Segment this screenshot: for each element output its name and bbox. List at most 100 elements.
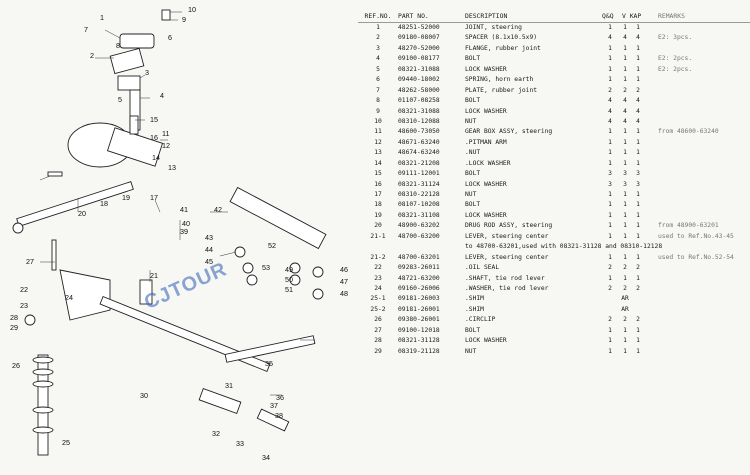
cell-qty: 2 [623,316,627,324]
cell-qty: 4 [623,97,627,105]
cell-qty: 1 [623,76,627,84]
callout-number: 10 [188,5,196,14]
cell-part-no: 08321-21208 [398,159,440,167]
diagram-callouts: 1234567891011121314151617181920212223242… [10,5,348,462]
callout-number: 20 [78,209,86,218]
cell-remarks: from 48600-63240 [658,128,719,136]
cell-qty: 4 [608,97,612,105]
cell-part-no: 09160-26006 [398,284,440,292]
callout-number: 26 [12,361,20,370]
cell-qty: 2 [623,86,627,94]
cell-ref: 28 [374,337,382,345]
cell-part-no: 08107-10208 [398,201,440,209]
callout-number: 11 [162,129,169,138]
callout-number: 34 [262,453,270,462]
cell-qty: 2 [636,316,640,324]
callout-number: 17 [150,193,158,202]
nut-part [24,314,36,326]
cell-description: LOCK WASHER [465,107,507,115]
joint-part [119,33,155,49]
callout-number: 16 [150,133,158,142]
washer-stack [32,406,54,414]
bolt-part [51,239,57,271]
callout-number: 39 [180,227,188,236]
callout-number: 3 [145,68,149,77]
cell-part-no: 09181-26003 [398,295,440,303]
callout-number: 43 [205,233,213,242]
cell-ref: 3 [376,44,380,52]
callout-number: 32 [212,429,220,438]
cell-part-no: 08321-31088 [398,107,440,115]
cell-ref: 26 [374,316,382,324]
cell-part-no: 08310-12088 [398,117,440,125]
cell-ref: 20 [374,222,382,230]
callout-number: 36 [276,393,284,402]
header-qty: Q&Q [602,12,614,20]
cell-part-no: 48251-52000 [398,24,440,31]
bolt-part [47,171,63,177]
cell-part-no: 09100-12018 [398,326,440,334]
cell-description: PLATE, rubber joint [465,86,538,94]
flange-part [109,47,145,75]
cell-qty: 1 [608,149,612,157]
cell-part-no: 08321-31088 [398,65,440,73]
table-row: to 48700-63201,used with 08321-31128 and… [358,242,750,252]
callout-number: 22 [20,285,28,294]
cell-qty: 1 [623,159,627,167]
callout-number: 1 [100,13,104,22]
cell-ref: 29 [374,347,382,355]
nut-part [242,262,254,274]
callout-number: 50 [285,275,293,284]
cell-remarks: from 48900-63201 [658,222,719,230]
cell-description: .SHIM [465,305,484,313]
drag-rod [16,181,134,227]
cell-qty: 1 [623,326,627,334]
cell-description: LEVER, steering center [465,253,549,261]
callout-number: 31 [225,381,233,390]
cell-qty: 1 [608,326,612,334]
cell-part-no: 08321-31108 [398,211,440,219]
cell-ref: 5 [376,65,380,73]
cell-qty: 1 [636,326,640,334]
cell-qty: 1 [636,347,640,355]
cell-ref: 16 [374,180,382,188]
cell-qty: 3 [636,170,640,178]
parts-table: REF.NO. PART NO. DESCRIPTION Q&Q V KAP R… [358,12,750,472]
cell-ref: 14 [374,159,382,167]
callout-number: 13 [168,163,176,172]
cell-qty: 1 [608,191,612,198]
nut-part [246,274,258,286]
cell-description: NUT [465,191,477,198]
cell-qty: 1 [636,337,640,345]
cell-qty: 2 [623,264,627,272]
cell-qty: 4 [623,34,627,42]
cell-ref: 1 [376,24,380,31]
cell-qty: 1 [608,337,612,345]
callout-number: 6 [168,33,172,42]
callout-number: 24 [65,293,73,302]
callout-number: 7 [84,25,88,34]
cell-part-no: 09181-26001 [398,305,440,313]
callout-number: 14 [152,153,160,162]
rod-end-left [12,222,24,234]
cell-qty: 2 [636,86,640,94]
cell-qty: 1 [608,159,612,167]
cell-qty: 2 [623,284,627,292]
bolt-part [129,115,139,135]
cell-ref: 11 [374,128,382,136]
cell-description: NUT [465,347,477,355]
cell-qty: 3 [636,180,640,188]
cell-description: LEVER, steering center [465,232,549,240]
cell-ref: 21-2 [370,253,386,261]
cell-part-no: 48600-73050 [398,128,440,136]
callout-number: 29 [10,323,18,332]
cell-description: SPRING, horn earth [465,76,534,84]
cell-description: DRUG ROD ASSY, steering [465,222,553,230]
cell-qty: 1 [608,65,612,73]
cell-qty: 1 [623,65,627,73]
callout-number: 52 [268,241,276,250]
